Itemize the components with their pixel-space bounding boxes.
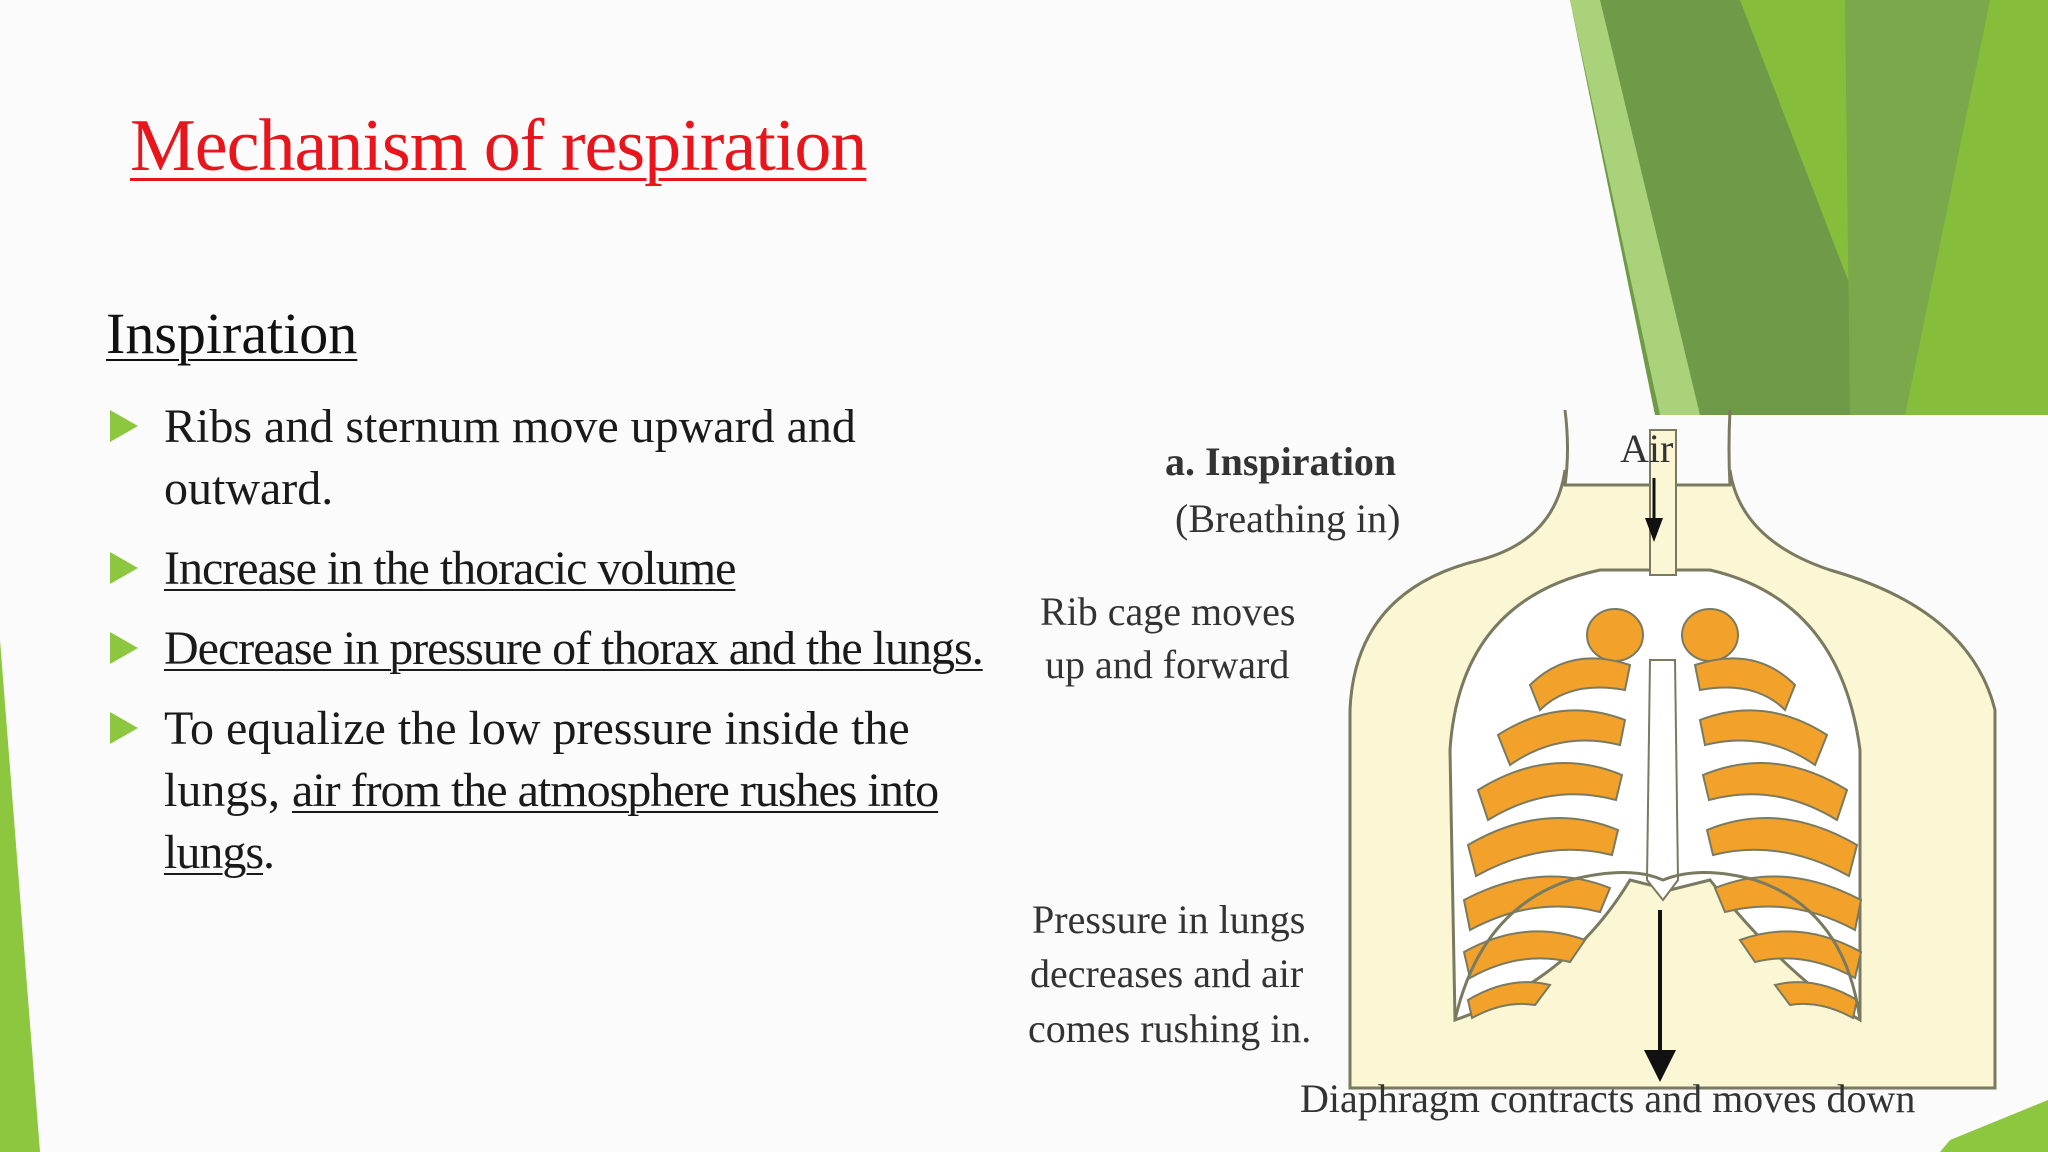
rib bbox=[1773, 981, 1859, 1020]
label-diaphragm: Diaphragm contracts and moves down bbox=[1300, 1076, 1915, 1121]
right-ribs bbox=[1681, 608, 1863, 1020]
rib bbox=[1681, 608, 1739, 662]
left-ribs bbox=[1462, 608, 1644, 1020]
deco-green-sliver bbox=[1570, 0, 1700, 415]
bullet-item: To equalize the low pressure inside the … bbox=[106, 698, 1006, 884]
rib bbox=[1738, 930, 1863, 980]
rib bbox=[1713, 875, 1863, 932]
deco-green-top-mid bbox=[1845, 0, 1990, 415]
down-arrow-icon bbox=[1645, 478, 1663, 542]
bullet-item: Ribs and sternum move upward and outward… bbox=[106, 396, 1006, 520]
neck-left bbox=[1563, 410, 1569, 486]
sternum bbox=[1645, 659, 1680, 902]
section-heading: Inspiration bbox=[106, 301, 358, 366]
rib bbox=[1528, 657, 1632, 712]
neck-right bbox=[1727, 410, 1732, 486]
deco-green-left bbox=[0, 640, 40, 1152]
bullet-item: Increase in the thoracic volume bbox=[106, 538, 1006, 600]
down-arrow-icon bbox=[1644, 910, 1676, 1082]
diagram-heading: a. Inspiration bbox=[1165, 439, 1396, 484]
bullet-text-emphasis: air from the atmosphere rushes into lung… bbox=[164, 764, 939, 879]
bullet-text: Decrease in pressure of thorax and the l… bbox=[164, 622, 984, 675]
rib bbox=[1705, 817, 1859, 878]
label-rib-cage-line2: up and forward bbox=[1045, 642, 1289, 687]
rib bbox=[1698, 709, 1829, 767]
rib bbox=[1466, 981, 1552, 1020]
rib bbox=[1466, 817, 1620, 878]
bullet-text-prefix: To equalize the low pressure inside the … bbox=[164, 702, 910, 817]
bullet-text-suffix: . bbox=[263, 826, 276, 879]
diaphragm bbox=[1453, 871, 1862, 1021]
rib bbox=[1462, 875, 1612, 932]
right-triangle-icon bbox=[110, 632, 138, 664]
right-triangle-icon bbox=[110, 712, 138, 744]
bullet-text: Increase in the thoracic volume bbox=[164, 542, 736, 595]
label-rib-cage-line1: Rib cage moves bbox=[1040, 589, 1296, 634]
inspiration-diagram: a. Inspiration (Breathing in) Air Rib ca… bbox=[1028, 410, 1997, 1121]
bullet-text: Ribs and sternum move upward and outward… bbox=[164, 400, 856, 515]
trachea bbox=[1649, 429, 1677, 576]
rib bbox=[1701, 762, 1849, 822]
slide-title: Mechanism of respiration bbox=[130, 105, 867, 187]
rib bbox=[1586, 608, 1644, 662]
diagram-subheading: (Breathing in) bbox=[1175, 496, 1401, 541]
bullet-item: Decrease in pressure of thorax and the l… bbox=[106, 618, 1006, 680]
deco-green-bottom-right bbox=[1940, 1100, 2048, 1152]
rib bbox=[1462, 930, 1587, 980]
right-triangle-icon bbox=[110, 410, 138, 442]
label-air: Air bbox=[1620, 426, 1673, 471]
right-triangle-icon bbox=[110, 552, 138, 584]
rib bbox=[1476, 762, 1624, 822]
rib bbox=[1496, 709, 1627, 767]
label-pressure-line2: decreases and air bbox=[1030, 951, 1303, 996]
label-pressure-line1: Pressure in lungs bbox=[1032, 897, 1305, 942]
rib bbox=[1693, 657, 1797, 712]
bullet-list: Ribs and sternum move upward and outward… bbox=[106, 396, 1006, 902]
label-pressure-line3: comes rushing in. bbox=[1028, 1006, 1311, 1051]
